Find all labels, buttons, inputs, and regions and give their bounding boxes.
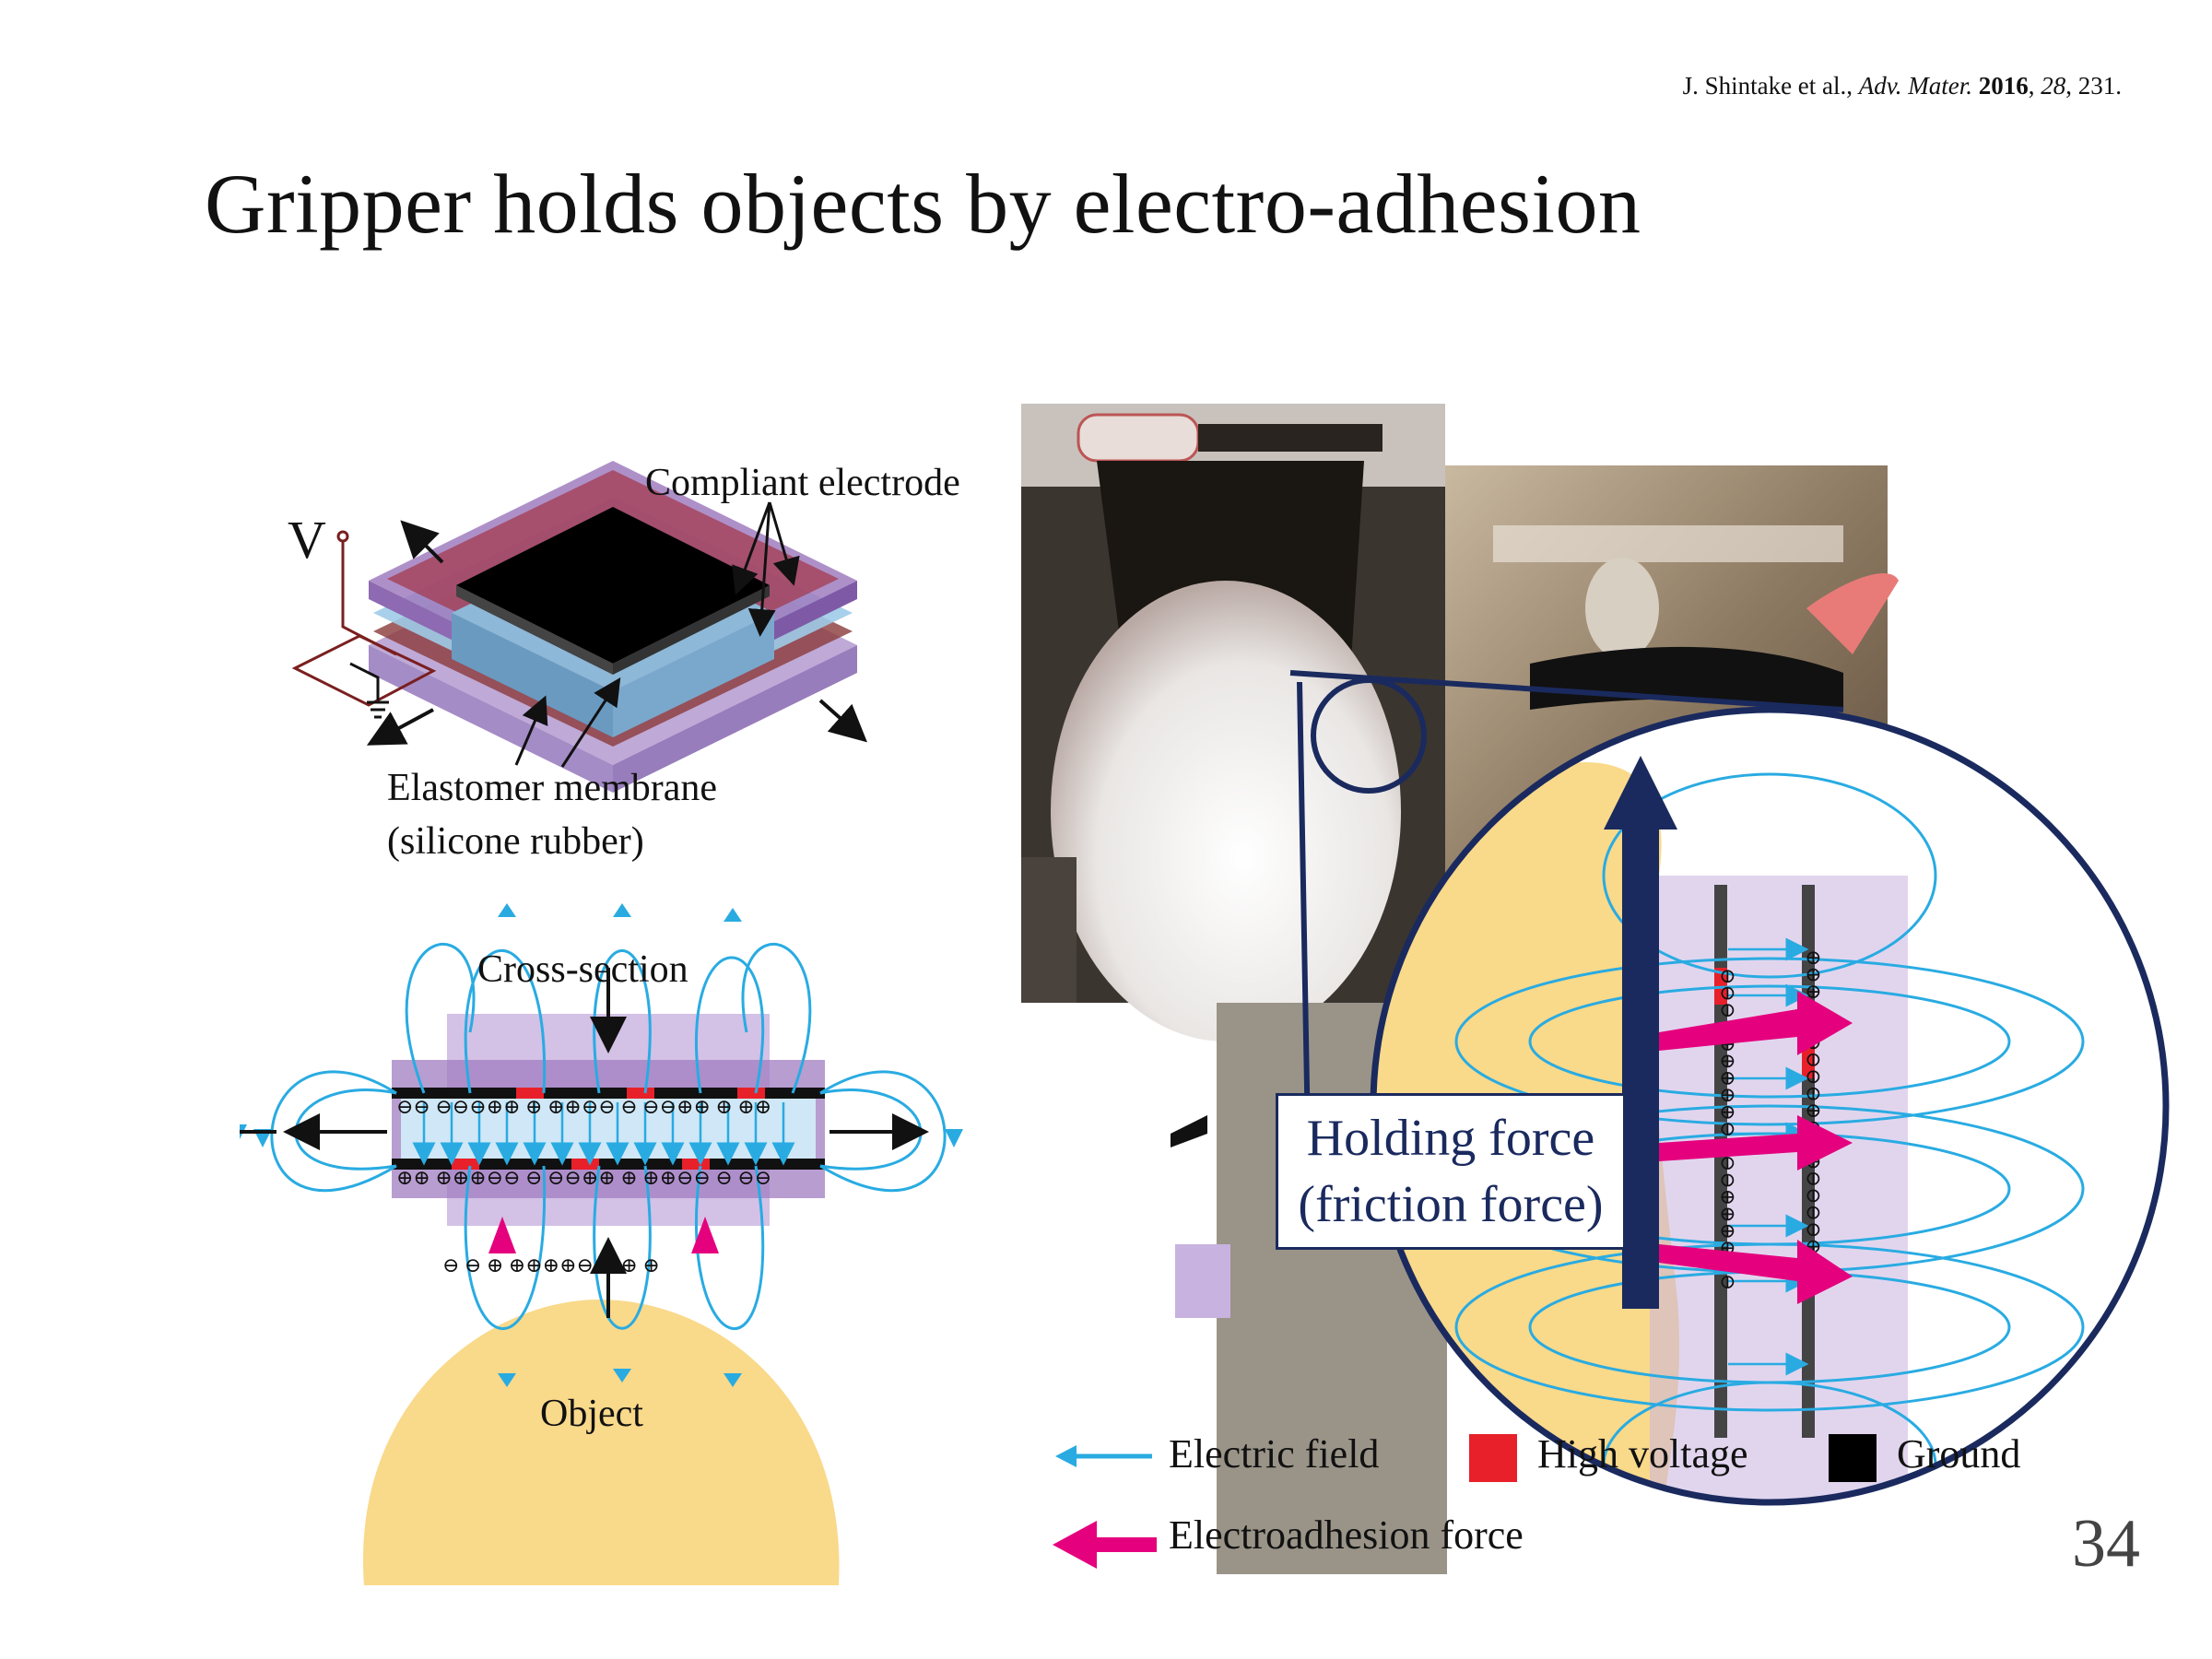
membrane-label-line1: Elastomer membrane <box>387 767 718 809</box>
object-label: Object <box>540 1393 643 1435</box>
charge-row-bottom: ⊕⊕ ⊕⊕⊕⊖⊖ ⊖ ⊖⊖⊕⊕ ⊕ ⊕⊕⊖⊖ ⊖ ⊖⊖ <box>396 1166 771 1189</box>
egg <box>1051 581 1401 1041</box>
expansion-arrow <box>366 708 434 746</box>
holding-force-line2: (friction force) <box>1298 1176 1604 1233</box>
citation-journal: Adv. Mater. <box>1858 72 1972 100</box>
holding-force-arrow <box>1622 830 1659 1309</box>
gripper-photo-composite: ⊖⊖⊖⊖⊕⊕⊕⊕⊕⊖⊖⊖⊖⊕⊕⊕⊕⊖⊖ ⊕⊕⊕⊕⊖⊖⊖⊖⊖⊕⊕⊕⊕⊖⊖⊖⊖⊕⊕ … <box>1021 404 2170 1574</box>
electroadhesion-force-legend-icon <box>1053 1521 1157 1569</box>
expansion-arrow <box>400 520 444 564</box>
page-number: 34 <box>2072 1506 2140 1582</box>
ground-icon <box>349 662 380 700</box>
layered-actuator-diagram <box>291 461 867 793</box>
compliant-electrode-label: Compliant electrode <box>645 462 960 504</box>
citation-sep: , <box>2028 72 2041 100</box>
high-voltage-swatch <box>1469 1434 1517 1482</box>
svg-text:⊖⊖⊖⊖⊕⊕⊕⊕⊕⊖⊖⊖⊖⊕⊕⊕⊕⊖⊖: ⊖⊖⊖⊖⊕⊕⊕⊕⊕⊖⊖⊖⊖⊕⊕⊕⊕⊖⊖ <box>1717 968 1740 1290</box>
charge-row-top: ⊖⊖ ⊖⊖⊖⊕⊕ ⊕ ⊕⊕⊖⊖ ⊖ ⊖⊖⊕⊕ ⊕ ⊕⊕ <box>396 1095 771 1118</box>
citation-year: 2016 <box>1978 72 2029 100</box>
object-shape <box>362 1300 840 1585</box>
slide-title: Gripper holds objects by electro-adhesio… <box>205 157 1641 251</box>
membrane-label-line2: (silicone rubber) <box>387 820 644 863</box>
electric-field-legend-icon <box>1055 1445 1152 1467</box>
cross-section-label: Cross-section <box>477 948 688 991</box>
membrane-label: Elastomer membrane (silicone rubber) <box>387 761 717 868</box>
citation-sep <box>1972 72 1979 100</box>
zoom-source-circle <box>1311 677 1427 794</box>
field-lines-internal <box>412 1102 795 1166</box>
legend-ground: Ground <box>1897 1431 2021 1477</box>
svg-text:⊖ ⊖ ⊕ ⊕⊕⊕⊕⊖ ⊖: ⊖ ⊖ ⊕ ⊕⊕⊕⊕⊖ ⊖ ⊕ ⊕ <box>442 1253 660 1277</box>
citation: J. Shintake et al., Adv. Mater. 2016, 28… <box>1683 72 2122 100</box>
legend-high-voltage: High voltage <box>1537 1431 1748 1477</box>
legend-electroadhesion-force: Electroadhesion force <box>1169 1512 1524 1558</box>
citation-authors: J. Shintake et al., <box>1682 72 1859 100</box>
holding-force-line1: Holding force <box>1306 1110 1595 1167</box>
voltage-terminal-icon <box>336 530 349 543</box>
voltage-label: V <box>288 510 326 570</box>
cross-section-diagram: ⊖⊖ ⊖⊖⊖⊕⊕ ⊕ ⊕⊕⊖⊖ ⊖ ⊖⊖⊕⊕ ⊕ ⊕⊕ ⊕⊕ ⊕⊕⊕⊖⊖ ⊖ ⊖… <box>240 903 963 1585</box>
electroadhesion-force-arrows <box>1659 991 1853 1304</box>
ground-swatch <box>1829 1434 1877 1482</box>
holding-force-callout: Holding force (friction force) <box>1276 1093 1626 1250</box>
legend-electric-field: Electric field <box>1169 1431 1380 1477</box>
citation-volume: 28 <box>2041 72 2066 100</box>
field-lines-external <box>270 942 947 1331</box>
expansion-arrow <box>818 699 867 743</box>
citation-pages: , 231. <box>2065 72 2122 100</box>
